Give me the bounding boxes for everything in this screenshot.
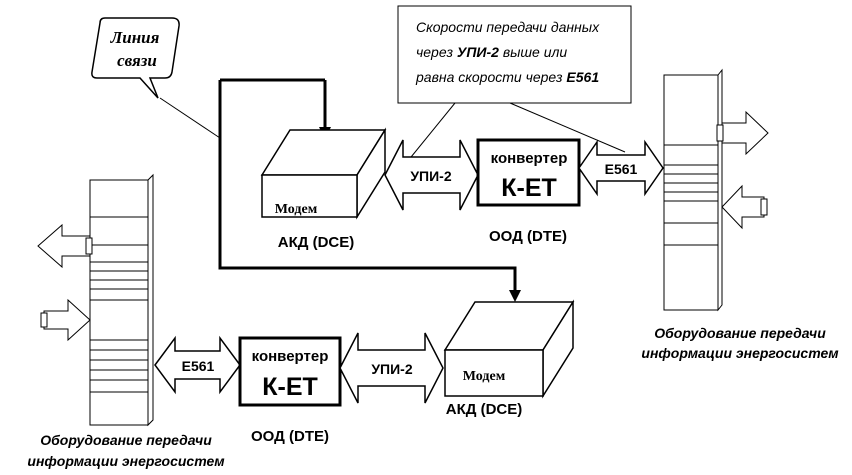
bottom-converter-caption: ООД (DTE)	[251, 428, 329, 445]
line-callout: Линия связи	[91, 17, 221, 139]
right-equipment-caption-2: информации энергосистем	[641, 345, 839, 361]
left-rack-output-arrow-icon	[37, 223, 91, 269]
speed-callout-text-3: равна скорости через Е561	[415, 69, 599, 85]
right-equipment-rack	[663, 68, 769, 312]
bottom-modem: Модем	[443, 299, 575, 399]
top-converter-caption: ООД (DTE)	[489, 228, 567, 245]
top-modem-label: Модем	[275, 202, 318, 217]
line-callout-bubble	[91, 17, 180, 99]
top-converter: конвертер К-ЕТ	[476, 138, 581, 207]
top-e561-label: Е561	[605, 161, 638, 177]
top-upi-label: УПИ-2	[410, 168, 451, 184]
speed-callout-pointer-right	[509, 102, 626, 153]
right-rack-input-port	[760, 198, 768, 216]
top-converter-box	[476, 138, 581, 207]
speed-callout: Скорости передачи данных через УПИ-2 выш…	[397, 5, 632, 163]
left-rack-dividers	[90, 216, 148, 393]
left-rack-input-arrow-icon	[43, 298, 91, 342]
left-equipment-caption-2: информации энергосистем	[27, 453, 225, 469]
speed-callout-text-1: Скорости передачи данных	[416, 19, 600, 35]
left-rack-output-port	[85, 237, 93, 255]
top-upi-arrow: УПИ-2	[384, 139, 479, 211]
bottom-upi-arrow-shape	[339, 332, 444, 404]
bottom-converter-box	[238, 336, 342, 407]
bottom-e561-label: Е561	[182, 358, 215, 374]
top-modem-front-face	[261, 174, 358, 218]
right-rack-output-port	[716, 124, 724, 142]
bottom-modem-caption: АКД (DCE)	[446, 401, 523, 418]
left-equipment-rack	[37, 173, 154, 427]
speed-callout-box	[397, 5, 632, 104]
bottom-modem-front-face	[444, 349, 544, 397]
bottom-upi-label: УПИ-2	[371, 361, 412, 377]
top-converter-name: К-ЕТ	[501, 174, 557, 202]
left-rack-side	[147, 173, 154, 427]
bottom-e561-arrow: Е561	[154, 335, 241, 395]
line-callout-pointer	[159, 97, 221, 139]
bottom-modem-label: Модем	[463, 369, 506, 384]
left-rack-input-port	[40, 312, 48, 328]
right-rack-input-arrow-icon	[721, 184, 765, 230]
arrow-to-bottom-modem	[509, 290, 521, 302]
bottom-converter-name: К-ЕТ	[262, 373, 318, 401]
line-to-bottom-modem	[218, 80, 517, 292]
bottom-upi-arrow: УПИ-2	[339, 332, 444, 404]
left-rack-body	[89, 179, 149, 426]
line-callout-text-1: Линия	[110, 28, 160, 47]
left-equipment-caption-1: Оборудование передачи	[40, 432, 212, 448]
top-converter-title: конвертер	[491, 150, 568, 167]
top-e561-arrow: Е561	[578, 139, 664, 197]
speed-callout-pointer-left	[406, 102, 456, 163]
right-rack-output-arrow-icon	[721, 110, 769, 156]
right-rack-dividers	[664, 144, 718, 246]
top-modem-caption: АКД (DCE)	[278, 234, 355, 251]
right-rack-side	[717, 68, 723, 312]
speed-callout-text-2: через УПИ-2 выше или	[416, 44, 567, 60]
right-equipment-caption-1: Оборудование передачи	[654, 325, 826, 341]
top-modem: Модем	[260, 127, 387, 220]
top-e561-arrow-shape	[578, 139, 664, 197]
bottom-converter: конвертер К-ЕТ	[238, 336, 342, 407]
line-callout-text-2: связи	[117, 51, 157, 70]
bottom-converter-title: конвертер	[252, 348, 329, 365]
